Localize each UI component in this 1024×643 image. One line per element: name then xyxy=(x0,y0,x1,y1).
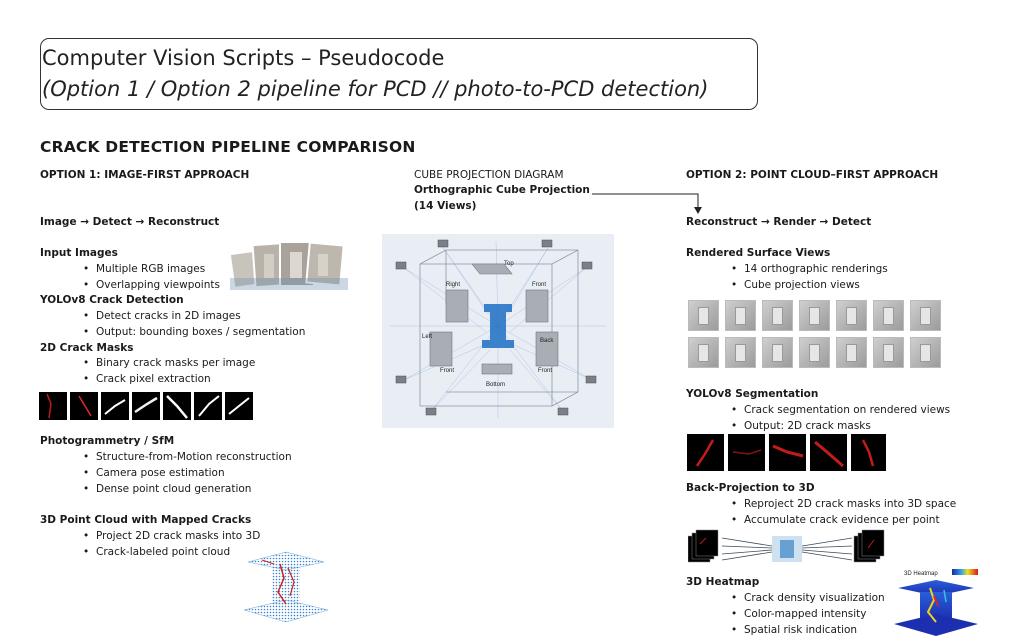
page-subtitle: (Option 1 / Option 2 pipeline for PCD //… xyxy=(42,77,709,101)
cube-title: Orthographic Cube Projection xyxy=(414,184,590,196)
crack-masks xyxy=(39,392,253,420)
o1-sec-pcd: 3D Point Cloud with Mapped Cracks xyxy=(40,514,252,526)
option2-flow: Reconstruct → Render → Detect xyxy=(686,216,872,228)
rendered-view-thumb xyxy=(762,300,793,331)
o1-bullet: Project 2D crack masks into 3D xyxy=(83,530,260,542)
o2-sec-rendered: Rendered Surface Views xyxy=(686,247,831,259)
o2-sec-heatmap: 3D Heatmap xyxy=(686,576,760,588)
o2-bullet: Color-mapped intensity xyxy=(731,608,866,620)
o2-bullet: Crack segmentation on rendered views xyxy=(731,404,950,416)
rendered-view-thumb xyxy=(725,300,756,331)
rendered-view-thumb xyxy=(688,337,719,368)
o1-sec-yolo: YOLOv8 Crack Detection xyxy=(40,294,184,306)
o1-bullet: Crack pixel extraction xyxy=(83,373,211,385)
cube-label-back: Back xyxy=(540,338,554,344)
o2-bullet: 14 orthographic renderings xyxy=(731,263,888,275)
connector-arrow xyxy=(592,193,702,214)
point-cloud-image xyxy=(243,551,329,623)
backprojection-diagram xyxy=(688,529,885,563)
rendered-view-thumb xyxy=(910,337,941,368)
o2-bullet: Crack density visualization xyxy=(731,592,885,604)
rendered-view-thumb xyxy=(836,300,867,331)
heatmap-image: 3D Heatmap xyxy=(894,569,978,636)
rendered-view-thumb xyxy=(762,337,793,368)
o1-bullet: Overlapping viewpoints xyxy=(83,279,220,291)
o2-bullet: Accumulate crack evidence per point xyxy=(731,514,940,526)
o1-bullet: Structure-from-Motion reconstruction xyxy=(83,451,292,463)
o2-bullet: Reproject 2D crack masks into 3D space xyxy=(731,498,956,510)
o1-bullet: Output: bounding boxes / segmentation xyxy=(83,326,305,338)
rendered-view-thumb xyxy=(799,337,830,368)
o2-bullet: Cube projection views xyxy=(731,279,860,291)
rendered-view-thumb xyxy=(688,300,719,331)
o1-bullet: Multiple RGB images xyxy=(83,263,205,275)
cube-label-front: Front xyxy=(532,282,546,288)
cube-label-right: Right xyxy=(446,282,460,288)
cube-subtitle: (14 Views) xyxy=(414,200,477,212)
o1-sec-sfm: Photogrammetry / SfM xyxy=(40,435,175,447)
option2-heading: OPTION 2: POINT CLOUD–FIRST APPROACH xyxy=(686,169,939,181)
cube-caption: CUBE PROJECTION DIAGRAM xyxy=(414,169,564,181)
main-heading: CRACK DETECTION PIPELINE COMPARISON xyxy=(40,138,416,156)
input-images-collage xyxy=(230,241,348,290)
rendered-view-thumb xyxy=(836,337,867,368)
cube-label-front2: Front xyxy=(440,368,454,374)
cube-label-left: Left xyxy=(422,334,432,340)
cube-label-top: Top xyxy=(504,261,514,267)
rendered-view-thumb xyxy=(799,300,830,331)
heatmap-label: 3D Heatmap xyxy=(904,571,938,577)
cube-label-bottom: Bottom xyxy=(486,382,505,388)
page-title: Computer Vision Scripts – Pseudocode xyxy=(42,46,445,70)
o1-sec-input-images: Input Images xyxy=(40,247,118,259)
o1-bullet: Binary crack masks per image xyxy=(83,357,255,369)
o2-sec-yolo: YOLOv8 Segmentation xyxy=(686,388,819,400)
o1-bullet: Dense point cloud generation xyxy=(83,483,252,495)
o2-crack-masks xyxy=(687,434,886,471)
option1-heading: OPTION 1: IMAGE-FIRST APPROACH xyxy=(40,169,250,181)
o1-sec-masks: 2D Crack Masks xyxy=(40,342,134,354)
title-box xyxy=(40,38,758,110)
rendered-view-thumb xyxy=(873,300,904,331)
cube-diagram: Top Right Front Left Back Front Front Bo… xyxy=(382,234,614,428)
o1-bullet: Camera pose estimation xyxy=(83,467,225,479)
o2-bullet: Output: 2D crack masks xyxy=(731,420,871,432)
o2-bullet: Spatial risk indication xyxy=(731,624,857,636)
rendered-view-thumb xyxy=(725,337,756,368)
option1-flow: Image → Detect → Reconstruct xyxy=(40,216,220,228)
rendered-view-thumb xyxy=(873,337,904,368)
o2-sec-backproj: Back-Projection to 3D xyxy=(686,482,815,494)
o1-bullet: Detect cracks in 2D images xyxy=(83,310,241,322)
rendered-view-thumb xyxy=(910,300,941,331)
o1-bullet: Crack-labeled point cloud xyxy=(83,546,230,558)
cube-label-front3: Front xyxy=(538,368,552,374)
